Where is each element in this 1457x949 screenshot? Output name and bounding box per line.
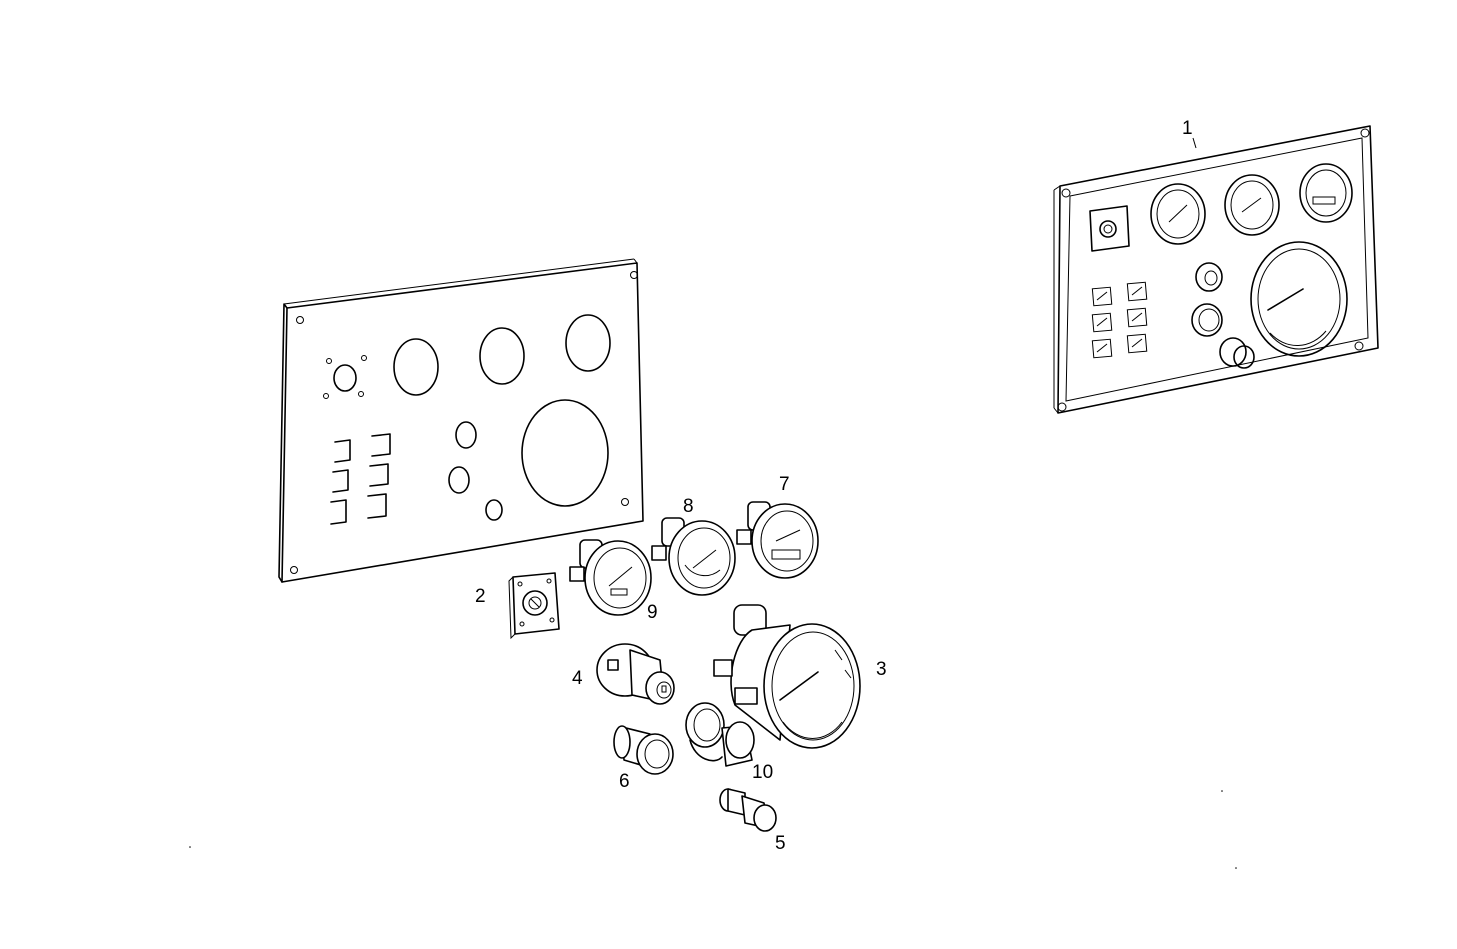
callout-3: 3	[876, 659, 887, 680]
callout-5: 5	[775, 833, 786, 854]
callout-4: 4	[572, 668, 583, 689]
callout-6: 6	[619, 771, 630, 792]
assembled-instrument-panel	[1053, 125, 1379, 414]
callout-1: 1	[1182, 118, 1193, 139]
push-switch-4-icon	[596, 643, 675, 705]
gauge-9-icon	[569, 539, 652, 616]
empty-panel	[278, 258, 644, 583]
tachometer-3-icon	[713, 604, 861, 749]
callout-8: 8	[683, 496, 694, 517]
gauge-7-icon	[736, 501, 819, 579]
callout-2: 2	[475, 586, 486, 607]
ignition-switch-icon	[508, 572, 560, 640]
callout-9: 9	[647, 602, 658, 623]
gauge-8-icon	[651, 517, 736, 596]
bezel-ring-10-icon	[685, 702, 755, 767]
warning-lamp-6-icon	[613, 725, 674, 775]
push-button-5-icon	[719, 788, 777, 832]
callout-7: 7	[779, 474, 790, 495]
callout-10: 10	[752, 762, 773, 783]
